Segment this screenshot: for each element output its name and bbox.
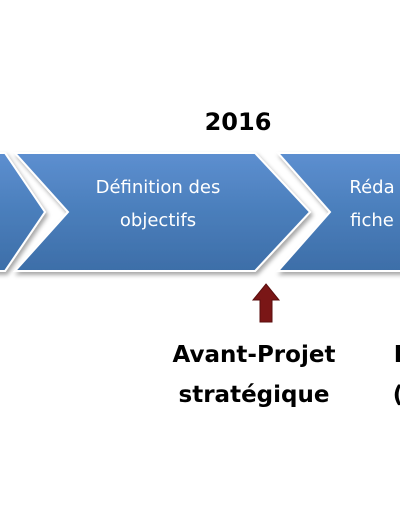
step-3-title-line2: fiche <box>350 210 394 231</box>
step-2-title-line1: Définition des <box>96 177 221 198</box>
milestone-2-line1: I <box>394 342 400 368</box>
process-chevron-1 <box>0 152 47 272</box>
step-2-title-line2: objectifs <box>120 210 196 231</box>
milestone-1-line1: Avant-Projet <box>173 342 336 368</box>
year-label: 2016 <box>205 108 272 136</box>
process-chevron-3 <box>275 152 400 272</box>
milestone-1-line2: stratégique <box>179 382 330 408</box>
milestone-up-arrow-icon <box>251 283 281 323</box>
step-3-title-line1: Réda <box>349 177 394 198</box>
milestone-2-line2: ( <box>393 382 400 408</box>
process-chevron-2 <box>12 152 312 272</box>
